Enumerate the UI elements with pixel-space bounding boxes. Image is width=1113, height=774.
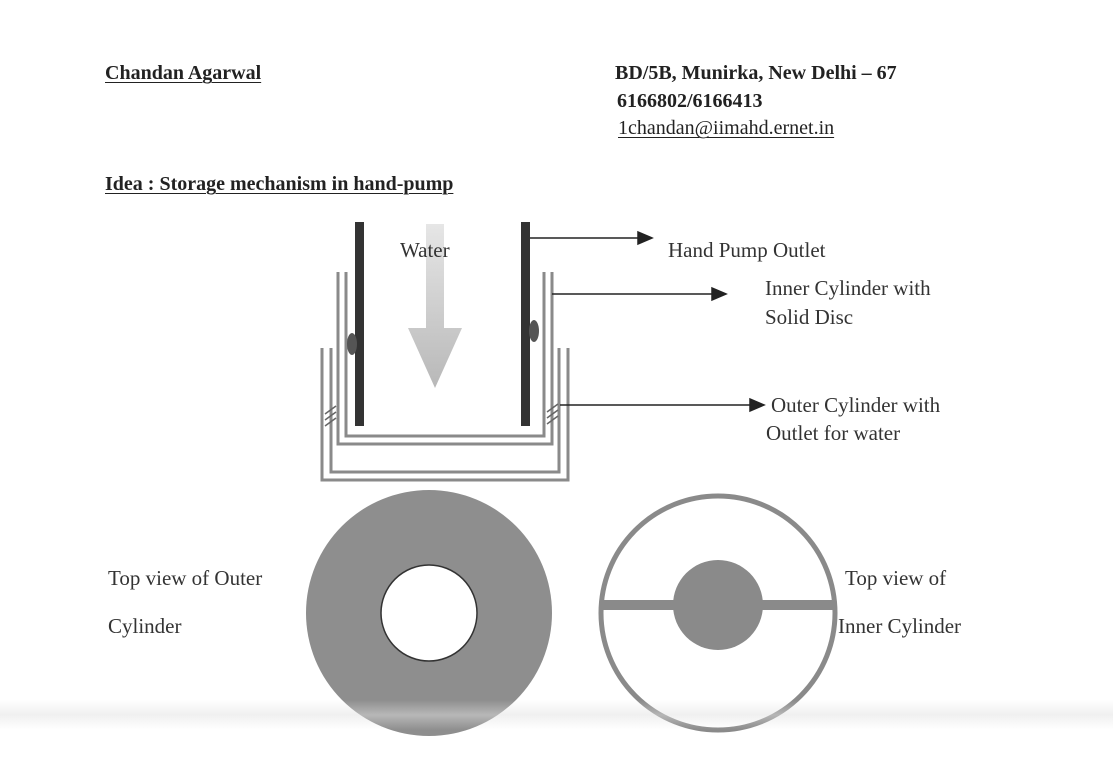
callout-arrow-pump-outlet [530,230,654,246]
author-phone: 6166802/6166413 [617,90,763,112]
callout-inner-cylinder-line2: Solid Disc [765,305,854,329]
water-label: Water [400,238,450,262]
inner-top-view-label-line1: Top view of [845,566,947,590]
scan-artifact [0,700,1113,730]
callout-inner-cylinder-line1: Inner Cylinder with [765,276,931,300]
callout-outer-cylinder-line1: Outer Cylinder with [771,393,941,417]
outer-top-view-label-line2: Cylinder [108,614,182,638]
inner-cylinder-top-view [598,493,838,733]
callout-arrow-outer-cylinder [560,397,766,413]
inner-cylinder [336,272,554,446]
disc-left [347,333,357,355]
outer-top-view-label-line1: Top view of Outer [108,566,263,590]
outlet-hatch-right [546,403,559,425]
disc-right [529,320,539,342]
callout-arrow-inner-cylinder [552,286,728,302]
outer-cylinder-top-view [306,490,552,736]
author-address: BD/5B, Munirka, New Delhi – 67 [615,62,897,84]
idea-title: Idea : Storage mechanism in hand-pump [105,173,454,195]
pump-wall-right [521,222,530,426]
water-flow-arrow [408,224,462,388]
callout-outer-cylinder-line2: Outlet for water [766,421,901,445]
pump-wall-left [355,222,364,426]
inner-top-view-label-line2: Inner Cylinder [838,614,962,638]
callout-pump-outlet: Hand Pump Outlet [668,238,826,262]
author-email[interactable]: 1chandan@iimahd.ernet.in [618,117,835,139]
outlet-hatch-left [324,405,337,427]
author-name: Chandan Agarwal [105,62,262,84]
